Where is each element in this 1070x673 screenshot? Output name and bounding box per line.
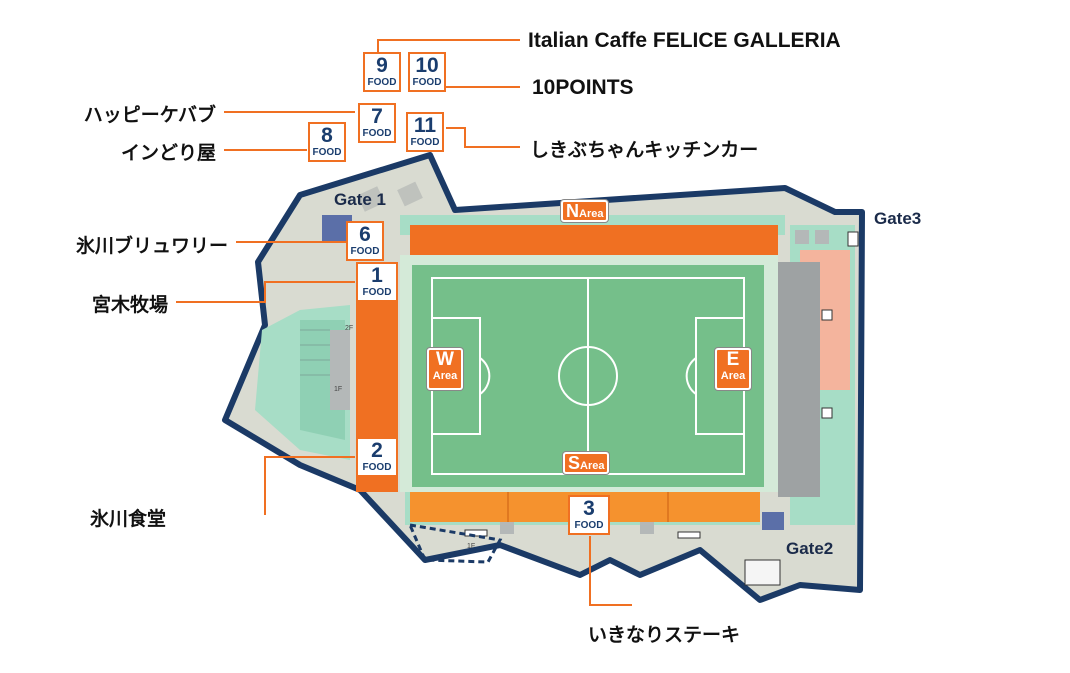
vendor-10-name: 10POINTS <box>532 76 634 99</box>
gate-3-label: Gate3 <box>874 209 922 228</box>
food-label: FOOD <box>412 77 442 88</box>
food-stall-number: 2 <box>371 439 383 462</box>
food-stall-6-badge[interactable]: 6 FOOD <box>346 221 384 261</box>
north-area-badge[interactable]: NArea <box>561 200 609 222</box>
east-stand <box>778 262 820 497</box>
food-label: FOOD <box>362 128 392 139</box>
food-stall-number: 1 <box>371 264 383 287</box>
gate3-stair <box>847 231 859 247</box>
food-label: FOOD <box>312 147 342 158</box>
callout-lines <box>176 39 632 606</box>
food-stall-7-badge[interactable]: 7 FOOD <box>358 103 396 143</box>
gate-2-label: Gate2 <box>786 539 834 558</box>
food-stall-1-badge[interactable]: 1 FOOD <box>356 262 398 302</box>
gate-1-label: Gate 1 <box>334 190 386 209</box>
area-word: Area <box>432 370 458 382</box>
food-stall-11-badge[interactable]: 11 FOOD <box>406 112 444 152</box>
west-area-badge[interactable]: W Area <box>427 348 463 390</box>
food-label: FOOD <box>362 287 392 298</box>
area-word: Area <box>720 370 746 382</box>
west-steps <box>300 329 330 376</box>
vendor-11-name: しきぶちゃんキッチンカー <box>530 139 759 161</box>
food-stall-3-badge[interactable]: 3 FOOD <box>568 495 610 535</box>
area-letter: N <box>566 201 579 221</box>
vendor-6-name: 氷川ブリュワリー <box>75 235 228 257</box>
food-stall-number: 10 <box>415 54 439 77</box>
floor-label-2f: 2F <box>345 325 354 332</box>
food-label: FOOD <box>574 520 604 531</box>
floor-label-1f: 1F <box>334 386 343 393</box>
area-letter: E <box>726 349 740 370</box>
east-area-badge[interactable]: E Area <box>715 348 751 390</box>
vendor-1-name: 宮木牧場 <box>91 294 168 316</box>
south-grate-2 <box>677 531 701 539</box>
north-kiosk-1 <box>795 230 809 244</box>
food-label: FOOD <box>350 246 380 257</box>
gate2-stairs <box>744 559 781 586</box>
vendor-7-name: ハッピーケバブ <box>83 104 216 126</box>
north-kiosk-2 <box>815 230 829 244</box>
food-stall-number: 11 <box>413 114 437 137</box>
food-stall-number: 3 <box>583 497 595 520</box>
southeast-stairs <box>762 512 784 530</box>
east-vent-2 <box>821 407 833 419</box>
gate1-structure-right <box>397 181 423 207</box>
food-stall-9-badge[interactable]: 9 FOOD <box>363 52 401 92</box>
area-word: Area <box>580 460 605 472</box>
food-label: FOOD <box>410 137 440 148</box>
area-word: Area <box>579 208 604 220</box>
vendor-3-name: いきなりステーキ <box>588 624 741 646</box>
food-stall-2-badge[interactable]: 2 FOOD <box>356 437 398 477</box>
west-inner-block <box>330 330 350 410</box>
food-stall-number: 6 <box>359 223 371 246</box>
food-label: FOOD <box>367 77 397 88</box>
food-stall-10-badge[interactable]: 10 FOOD <box>408 52 446 92</box>
area-letter: S <box>568 453 581 473</box>
vendor-8-name: インどり屋 <box>120 142 216 164</box>
food-stall-number: 9 <box>376 54 388 77</box>
food-stall-number: 8 <box>321 124 333 147</box>
east-vent-1 <box>821 309 833 321</box>
food-stall-8-badge[interactable]: 8 FOOD <box>308 122 346 162</box>
floor-label-1f-annex: 1F <box>467 543 476 550</box>
south-area-badge[interactable]: SArea <box>563 452 610 474</box>
gate1-structure-left <box>357 186 385 212</box>
south-kiosk-2 <box>640 522 654 534</box>
north-stand <box>410 225 778 255</box>
vendor-2-name: 氷川食堂 <box>89 508 166 530</box>
area-letter: W <box>436 349 454 370</box>
food-label: FOOD <box>362 462 392 473</box>
south-kiosk-1 <box>500 522 514 534</box>
food-stall-number: 7 <box>371 105 383 128</box>
vendor-9-name: Italian Caffe FELICE GALLERIA <box>528 29 841 52</box>
southwest-annex <box>407 523 503 564</box>
south-grate-1 <box>464 529 488 537</box>
